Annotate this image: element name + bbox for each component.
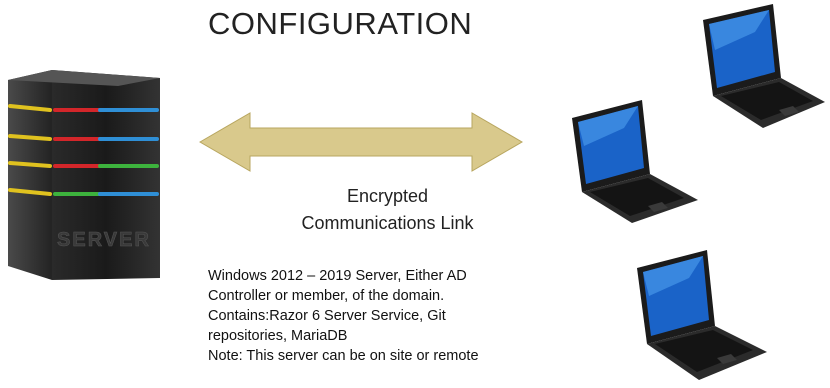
server-icon: SERVER <box>8 70 160 280</box>
laptop-icon <box>637 250 767 380</box>
link-label: Encrypted Communications Link <box>260 183 515 237</box>
diagram-title: CONFIGURATION <box>208 6 473 41</box>
server-note-line: repositories, MariaDB <box>208 328 348 344</box>
laptop-icon <box>703 4 825 128</box>
laptop-icon <box>572 100 698 223</box>
server-notes: Windows 2012 – 2019 Server, Either AD Co… <box>208 266 588 366</box>
server-label: SERVER <box>57 229 151 251</box>
bidirectional-arrow-icon <box>199 112 523 172</box>
server-note-line: Windows 2012 – 2019 Server, Either AD <box>208 268 467 284</box>
link-label-line2: Communications Link <box>301 213 474 233</box>
server-note-line: Controller or member, of the domain. <box>208 288 445 304</box>
link-label-line1: Encrypted <box>346 186 429 206</box>
server-note-line: Note: This server can be on site or remo… <box>208 348 479 364</box>
server-note-line: Contains:Razor 6 Server Service, Git <box>208 308 446 324</box>
